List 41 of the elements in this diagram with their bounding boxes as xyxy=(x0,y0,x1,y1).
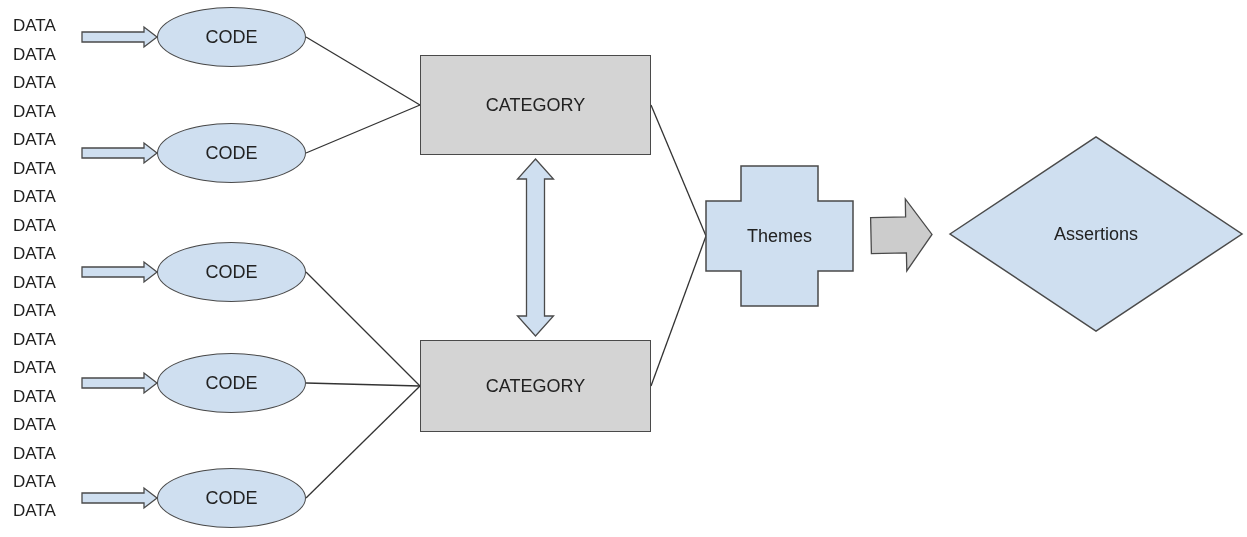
connector-line xyxy=(305,271,421,387)
connector-line xyxy=(305,382,421,387)
node-label: CODE xyxy=(205,142,258,164)
node-label: Assertions xyxy=(1053,223,1138,245)
data-label: DATA xyxy=(13,244,56,264)
data-label: DATA xyxy=(13,500,56,521)
block-arrow xyxy=(81,25,159,49)
data-label: DATA xyxy=(13,73,56,93)
data-label: DATA xyxy=(13,187,56,207)
data-label: DATA xyxy=(13,358,56,378)
data-label: DATA xyxy=(13,415,56,435)
connector-line xyxy=(305,104,421,154)
node-label: CODE xyxy=(205,261,258,283)
data-label: DATA xyxy=(13,329,56,350)
node-label: CODE xyxy=(205,372,258,394)
data-label: DATA xyxy=(13,386,56,407)
data-label: DATA xyxy=(13,158,56,179)
data-label: DATA xyxy=(13,472,56,492)
data-label: DATA xyxy=(13,443,56,464)
connector-line xyxy=(305,385,421,499)
block-arrow xyxy=(81,486,159,510)
node-label: Themes xyxy=(747,225,812,247)
category-box xyxy=(420,55,651,155)
node-label: CODE xyxy=(205,26,258,48)
data-label: DATA xyxy=(13,101,56,122)
node-label: CATEGORY xyxy=(485,94,586,116)
block-arrow xyxy=(81,141,159,165)
category-box xyxy=(420,340,651,432)
block-arrow xyxy=(516,158,555,337)
node-label: CODE xyxy=(205,487,258,509)
data-label: DATA xyxy=(13,16,56,36)
node-label: CATEGORY xyxy=(485,375,586,397)
data-label: DATA xyxy=(13,301,56,321)
data-label: DATA xyxy=(13,272,56,293)
connector-line xyxy=(305,36,421,106)
block-arrow xyxy=(81,371,159,395)
data-label: DATA xyxy=(13,215,56,236)
block-arrow xyxy=(869,196,933,273)
block-arrow xyxy=(81,260,159,284)
data-label: DATA xyxy=(13,44,56,65)
data-label: DATA xyxy=(13,130,56,150)
